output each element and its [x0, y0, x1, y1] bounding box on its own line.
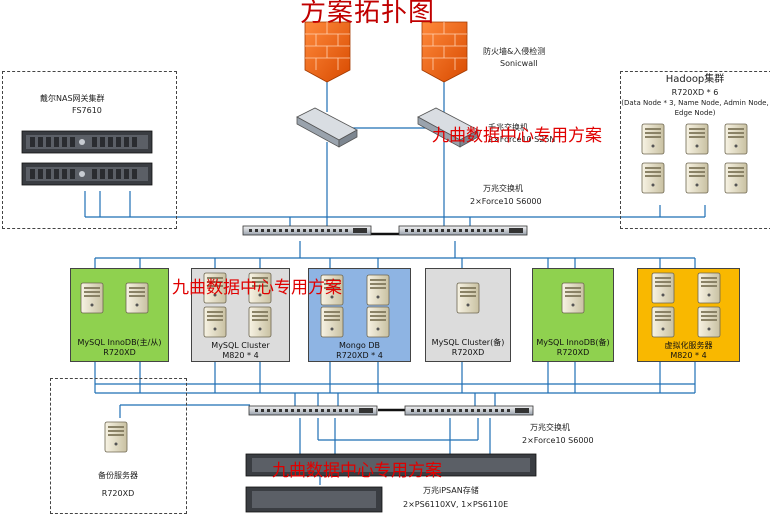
hadoop-label: Hadoop集群 — [665, 74, 725, 85]
backup-model: R720XD — [101, 489, 135, 498]
hadoop-model: R720XD * 6 — [671, 88, 719, 97]
backup-label: 备份服务器 — [98, 471, 138, 480]
tenG-bottom-label: 万兆交换机 — [530, 423, 570, 432]
storage-label: 万兆iPSAN存储 — [423, 486, 479, 495]
tenG-switch-top-right-icon — [398, 225, 528, 236]
group-mongodb: Mongo DB R720XD * 4 — [308, 268, 411, 362]
group-mysql-innodb-standby: MySQL InnoDB(备) R720XD — [532, 268, 614, 362]
watermark-text: 九曲数据中心专用方案 — [172, 278, 342, 298]
nas-label: 戴尔NAS网关集群 — [40, 94, 105, 103]
group-mysql-cluster: MySQL Cluster M820 * 4 — [191, 268, 290, 362]
diagram-title: 方案拓扑图 — [300, 0, 436, 28]
server-icons — [80, 282, 149, 314]
core-switch-label: 千兆交换机 — [488, 123, 528, 132]
hadoop-detail-2: Edge Node) — [674, 109, 716, 117]
tenG-switch-bottom-left-icon — [248, 405, 378, 416]
hadoop-detail: (Data Node * 3, Name Node, Admin Node, — [621, 99, 769, 107]
core-switch-model: 2×Force10 S25N — [488, 135, 556, 144]
firewall-model: Sonicwall — [500, 59, 538, 68]
server-icons — [456, 282, 480, 314]
hadoop-cluster-region — [620, 71, 770, 229]
firewall-left-icon — [304, 21, 351, 83]
ipsan-storage-icon — [245, 453, 537, 513]
watermark-text: 九曲数据中心专用方案 — [432, 126, 602, 146]
backup-server-icon — [104, 421, 128, 453]
group-name: Mongo DB — [338, 341, 381, 350]
tenG-bottom-model: 2×Force10 S6000 — [522, 436, 594, 445]
tenG-switch-top-left-icon — [242, 225, 372, 236]
network-links — [84, 78, 706, 485]
storage-model: 2×PS6110XV, 1×PS6110E — [403, 500, 509, 509]
watermark-text: 九曲数据中心专用方案 — [272, 461, 442, 481]
tenG-switch-bottom-right-icon — [404, 405, 534, 416]
server-icons — [561, 282, 585, 314]
nas-model: FS7610 — [72, 106, 102, 115]
tenG-top-label: 万兆交换机 — [483, 184, 523, 193]
gigabit-switch-left-icon — [296, 107, 358, 148]
nas-cluster-region — [2, 71, 177, 229]
group-name: MySQL InnoDB(主/从) — [77, 338, 162, 347]
group-mysql-innodb-primary: MySQL InnoDB(主/从) R720XD — [70, 268, 169, 362]
group-mysql-cluster-standby: MySQL Cluster(备) R720XD — [425, 268, 511, 362]
group-name: MySQL Cluster — [211, 341, 270, 350]
group-model: R720XD * 4 — [336, 351, 383, 360]
group-model: R720XD — [451, 348, 485, 357]
firewall-label: 防火墙&入侵检测 — [483, 47, 546, 56]
group-model: R720XD — [556, 348, 590, 357]
group-model: M820 * 4 — [670, 351, 707, 360]
group-model: M820 * 4 — [222, 351, 259, 360]
group-model: R720XD — [103, 348, 136, 357]
server-icons — [651, 272, 721, 338]
group-name: MySQL InnoDB(备) — [536, 338, 610, 347]
firewall-right-icon — [421, 21, 468, 83]
tenG-top-model: 2×Force10 S6000 — [470, 197, 542, 206]
group-virtualization: 虚拟化服务器 M820 * 4 — [637, 268, 740, 362]
group-name: MySQL Cluster(备) — [431, 338, 505, 347]
gigabit-switch-right-icon — [417, 107, 479, 148]
group-name: 虚拟化服务器 — [664, 341, 713, 350]
